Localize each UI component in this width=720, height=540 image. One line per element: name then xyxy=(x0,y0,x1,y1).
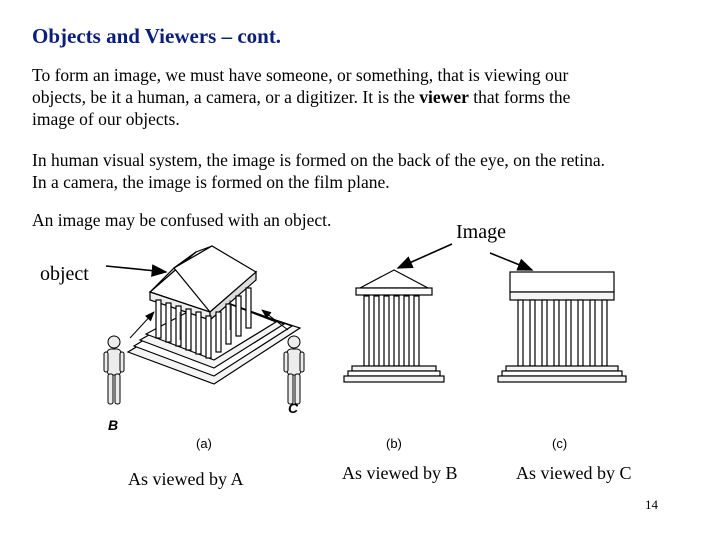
person-b-figure xyxy=(103,335,125,405)
person-c-figure xyxy=(283,335,305,405)
viewer-b-label: B xyxy=(108,417,119,433)
para1-line1: To form an image, we must have someone, … xyxy=(32,65,569,85)
para2-line1: In human visual system, the image is for… xyxy=(32,150,605,170)
slide-title: Objects and Viewers – cont. xyxy=(32,24,282,48)
paragraph-confusion: An image may be confused with an object. xyxy=(32,210,332,230)
caption-b: As viewed by B xyxy=(342,463,458,483)
paragraph-retina: In human visual system, the image is for… xyxy=(32,149,605,193)
viewer-c-label: C xyxy=(288,400,299,416)
para2-line2: In a camera, the image is formed on the … xyxy=(32,172,390,192)
image-arrow-c xyxy=(489,252,534,271)
para1-line2: objects, be it a human, a camera, or a d… xyxy=(32,87,571,107)
image-arrow-b xyxy=(396,243,453,269)
temple-front-pediment xyxy=(343,269,445,383)
page-number: 14 xyxy=(645,497,658,512)
panel-a-label: (a) xyxy=(196,436,212,451)
panel-b-label: (b) xyxy=(386,436,402,451)
temple-perspective xyxy=(126,245,302,385)
panel-c-label: (c) xyxy=(552,436,568,451)
para1-line3: image of our objects. xyxy=(32,109,180,129)
viewer-emphasis: viewer xyxy=(419,87,469,107)
caption-a: As viewed by A xyxy=(128,469,244,489)
object-arrow xyxy=(105,264,168,277)
image-label: Image xyxy=(456,221,506,243)
caption-c: As viewed by C xyxy=(516,463,632,483)
paragraph-viewer: To form an image, we must have someone, … xyxy=(32,64,570,130)
temple-side-view xyxy=(497,271,627,383)
object-label: object xyxy=(40,263,89,285)
